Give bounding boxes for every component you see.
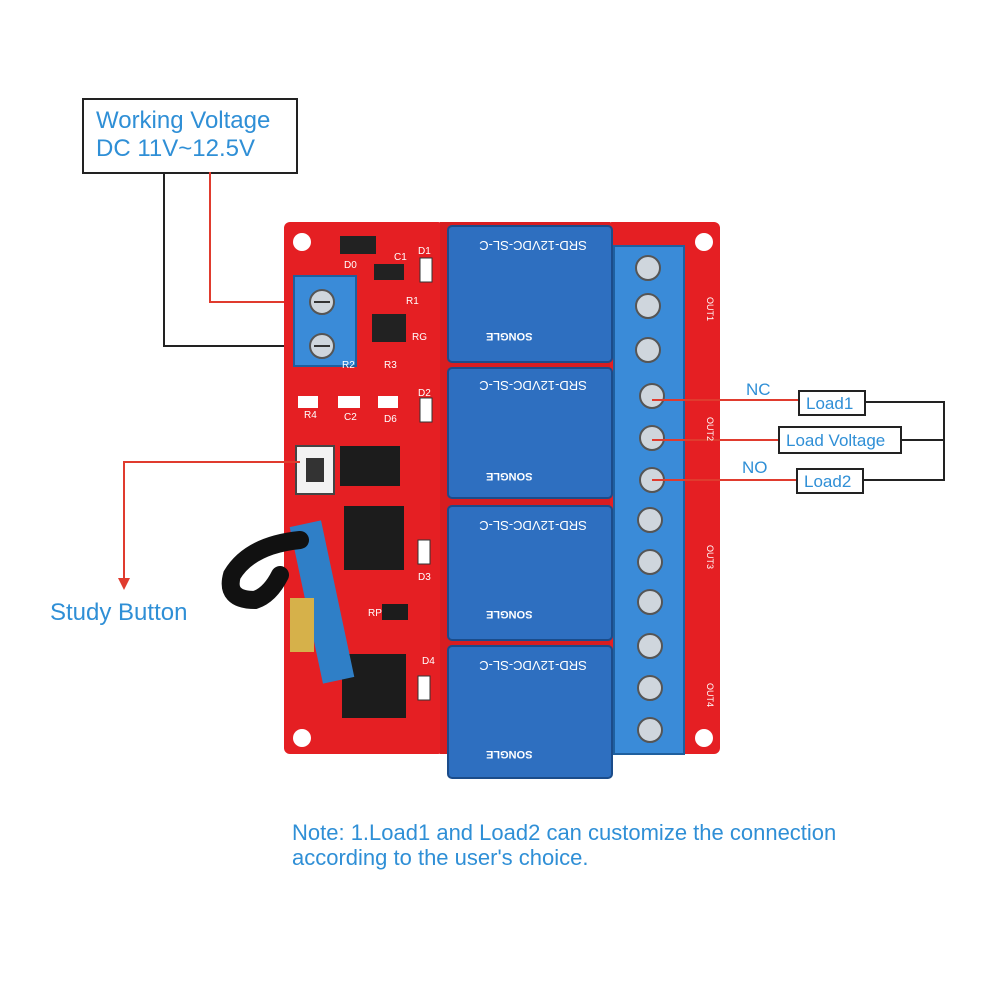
silk-rg: RG	[412, 332, 427, 343]
no-label: NO	[742, 458, 768, 477]
silk-r3: R3	[384, 360, 397, 371]
power-terminal	[293, 275, 357, 367]
note-line-2: according to the user's choice.	[292, 845, 589, 870]
load-wires	[652, 399, 945, 481]
working-voltage-label: Working Voltage	[96, 107, 271, 134]
silk-c2: C2	[344, 412, 357, 423]
load2-label: Load2	[804, 472, 852, 491]
nc-label: NC	[746, 380, 771, 399]
silk-out3: OUT3	[705, 544, 716, 570]
silk-out2: OUT2	[705, 416, 716, 442]
note-line-1: Note: 1.Load1 and Load2 can customize th…	[292, 820, 837, 845]
rf-receiver	[221, 520, 355, 684]
relay-1-brand: SONGLE	[486, 330, 533, 342]
load2-box: Load2	[796, 468, 864, 494]
silk-d6: D6	[384, 414, 397, 425]
working-voltage-box: Working Voltage DC 11V~12.5V	[82, 98, 298, 174]
load-voltage-box: Load Voltage	[778, 426, 902, 454]
silk-out4: OUT4	[705, 682, 716, 708]
relay-3-model: SRD-12VDC-SL-C	[479, 518, 587, 533]
silk-out1: OUT1	[705, 296, 716, 322]
relay-3-brand: SONGLE	[486, 608, 533, 620]
relay-1-model: SRD-12VDC-SL-C	[479, 238, 587, 253]
ic-chips	[340, 446, 408, 718]
silk-d1: D1	[418, 246, 431, 257]
silk-d4: D4	[422, 656, 435, 667]
silk-r1: R1	[406, 296, 419, 307]
relay-2-model: SRD-12VDC-SL-C	[479, 378, 587, 393]
working-voltage-range: DC 11V~12.5V	[96, 135, 255, 162]
power-wire-red	[209, 172, 306, 303]
relay-2-brand: SONGLE	[486, 470, 533, 482]
silk-d3: D3	[418, 572, 431, 583]
relay-4-model: SRD-12VDC-SL-C	[479, 658, 587, 673]
silk-r4: R4	[304, 410, 317, 421]
relays	[447, 225, 613, 779]
silk-r2: R2	[342, 360, 355, 371]
load1-label: Load1	[806, 394, 854, 413]
silk-d0: D0	[344, 260, 357, 271]
power-wire-black	[163, 172, 306, 347]
study-button-label: Study Button	[50, 599, 188, 626]
load1-box: Load1	[798, 390, 866, 416]
output-terminals	[613, 245, 685, 755]
silk-c1: C1	[394, 252, 407, 263]
silk-d2: D2	[418, 388, 431, 399]
silk-rp: RP	[368, 608, 382, 619]
study-button-pointer	[123, 461, 300, 580]
load-voltage-label: Load Voltage	[786, 431, 886, 450]
study-button-switch	[295, 445, 335, 495]
relay-4-brand: SONGLE	[486, 748, 533, 760]
